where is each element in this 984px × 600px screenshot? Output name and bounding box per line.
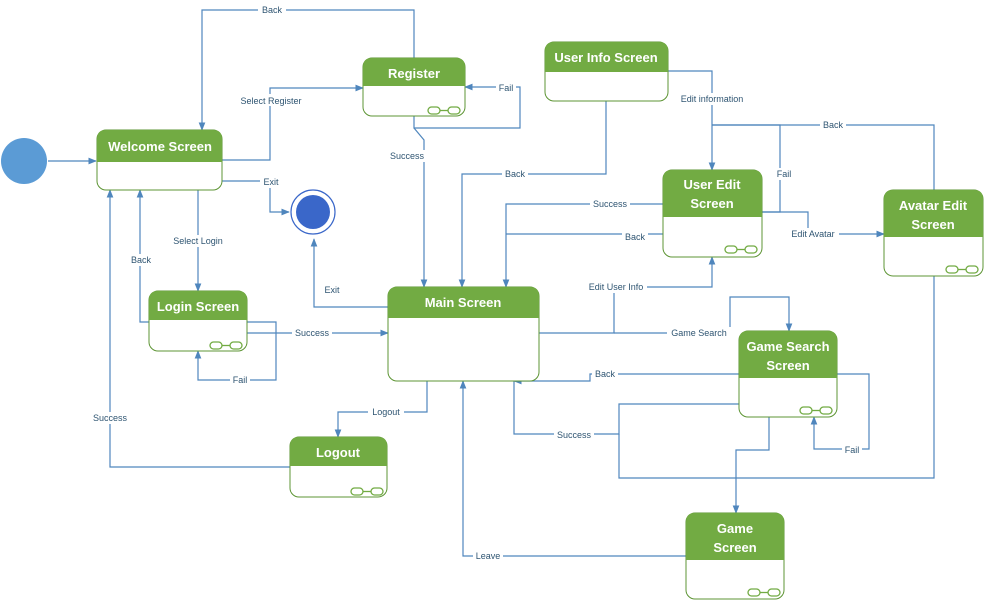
state-title-main: Main Screen (425, 295, 502, 310)
label-select-login: Select Login (173, 236, 223, 246)
submachine-icon (724, 245, 758, 254)
state-title-game-line1: Game (717, 521, 753, 536)
state-user-info-screen[interactable]: User Info Screen (544, 41, 669, 102)
label-logout-success: Success (93, 413, 128, 423)
label-login-fail: Fail (233, 375, 248, 385)
submachine-icon (427, 106, 461, 115)
label-gamesearch-success: Success (557, 430, 592, 440)
label-game-leave: Leave (476, 551, 501, 561)
label-avatar-back: Back (823, 120, 844, 130)
state-title-logout: Logout (316, 445, 361, 460)
state-title-welcome: Welcome Screen (108, 139, 212, 154)
state-title-avatar-edit-line2: Screen (911, 217, 954, 232)
edge-logout-to-welcome-success (106, 189, 290, 468)
state-title-game-search-line1: Game Search (746, 339, 829, 354)
state-title-game-line2: Screen (713, 540, 756, 555)
label-login-success: Success (295, 328, 330, 338)
state-register[interactable]: Register (362, 57, 466, 117)
state-login-screen[interactable]: Login Screen (148, 290, 248, 352)
edge-welcome-exit (222, 180, 290, 216)
label-useredit-fail: Fail (777, 169, 792, 179)
label-userinfo-back: Back (505, 169, 526, 179)
state-welcome-screen[interactable]: Welcome Screen (96, 129, 223, 191)
state-title-register: Register (388, 66, 440, 81)
label-useredit-success: Success (593, 199, 628, 209)
label-edit-information: Edit information (681, 94, 744, 104)
label-gamesearch-back: Back (595, 369, 616, 379)
final-node (290, 189, 336, 235)
state-avatar-edit-screen[interactable]: Avatar Edit Screen (883, 189, 984, 277)
label-edit-user-info: Edit User Info (589, 282, 644, 292)
label-select-register: Select Register (240, 96, 301, 106)
edge-userinfo-to-main-back (458, 101, 607, 288)
label-login-back: Back (131, 255, 152, 265)
state-title-login: Login Screen (157, 299, 239, 314)
edge-welcome-to-register (222, 84, 364, 161)
edge-game-to-main-leave (459, 380, 686, 557)
state-title-user-edit-line1: User Edit (683, 177, 741, 192)
label-gamesearch-fail: Fail (845, 445, 860, 455)
edge-gamesearch-fail-loop (810, 373, 870, 450)
edge-avatar-back (712, 124, 935, 190)
edge-register-to-welcome-back (198, 9, 415, 131)
edge-gamesearch-to-game (732, 417, 770, 514)
label-game-search: Game Search (671, 328, 727, 338)
submachine-icon (747, 588, 781, 597)
edge-login-to-welcome-back (136, 189, 150, 323)
state-user-edit-screen[interactable]: User Edit Screen (662, 169, 763, 258)
submachine-icon (945, 265, 979, 274)
edge-register-to-main-success (413, 127, 428, 288)
edge-userinfo-to-useredit (668, 70, 716, 171)
label-edit-avatar: Edit Avatar (791, 229, 834, 239)
initial-node (1, 138, 47, 184)
edge-useredit-to-avatar (762, 211, 885, 238)
state-game-search-screen[interactable]: Game Search Screen (738, 330, 838, 418)
edge-avatar-to-game (618, 276, 935, 479)
state-title-user-edit-line2: Screen (690, 196, 733, 211)
state-main-screen[interactable]: Main Screen (387, 286, 540, 382)
submachine-icon (209, 341, 243, 350)
edge-main-to-useredit (539, 256, 716, 334)
transition-labels: Back Select Register Fail Success Exit S… (90, 3, 862, 562)
label-welcome-exit: Exit (263, 177, 279, 187)
label-register-success: Success (390, 151, 425, 161)
state-title-avatar-edit-line1: Avatar Edit (899, 198, 968, 213)
edge-login-fail-loop (194, 321, 277, 381)
label-useredit-back: Back (625, 232, 646, 242)
label-register-back: Back (262, 5, 283, 15)
submachine-icon (350, 487, 384, 496)
state-title-game-search-line2: Screen (766, 358, 809, 373)
edge-gamesearch-to-main-back (513, 373, 739, 385)
state-logout[interactable]: Logout (289, 436, 388, 498)
label-main-exit: Exit (324, 285, 340, 295)
state-game-screen[interactable]: Game Screen (685, 512, 785, 600)
submachine-icon (799, 406, 833, 415)
label-logout: Logout (372, 407, 400, 417)
edge-main-exit (310, 238, 388, 308)
edge-useredit-to-main-success (502, 203, 663, 288)
label-register-fail: Fail (499, 83, 514, 93)
transitions (48, 9, 935, 557)
state-title-user-info: User Info Screen (554, 50, 657, 65)
